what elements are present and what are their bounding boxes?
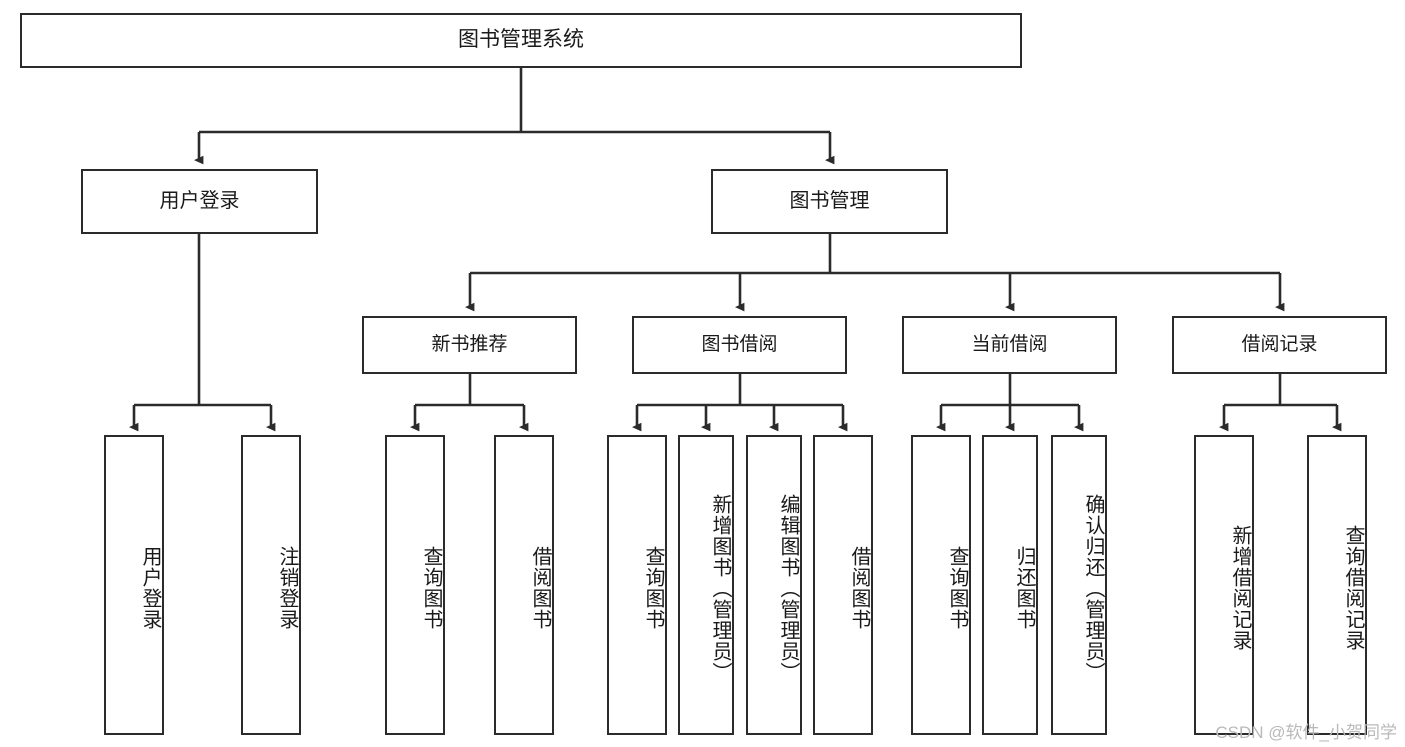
leaf-add-book-admin[interactable]: 新增图书（管理员） bbox=[678, 435, 734, 735]
leaf-borrow-book-recommend[interactable]: 借阅图书 bbox=[494, 435, 554, 735]
node-book-management[interactable]: 图书管理 bbox=[711, 169, 948, 234]
node-label: 当前借阅 bbox=[971, 334, 1048, 356]
node-label: 用户登录 bbox=[139, 546, 161, 630]
node-current-borrow[interactable]: 当前借阅 bbox=[902, 316, 1117, 374]
leaf-return-book[interactable]: 归还图书 bbox=[982, 435, 1038, 735]
leaf-query-borrow-record[interactable]: 查询借阅记录 bbox=[1307, 435, 1367, 735]
node-label: 图书借阅 bbox=[701, 334, 778, 356]
node-book-borrow[interactable]: 图书借阅 bbox=[632, 316, 847, 374]
node-label: 注销登录 bbox=[276, 546, 298, 630]
leaf-query-book-borrow[interactable]: 查询图书 bbox=[607, 435, 667, 735]
leaf-borrow-book[interactable]: 借阅图书 bbox=[813, 435, 873, 735]
node-new-book-recommend[interactable]: 新书推荐 bbox=[362, 316, 577, 374]
node-label: 查询图书 bbox=[946, 546, 968, 630]
node-label: 查询图书 bbox=[420, 546, 442, 630]
leaf-confirm-return-admin[interactable]: 确认归还（管理员） bbox=[1051, 435, 1107, 735]
node-label: 借阅图书 bbox=[529, 546, 551, 630]
leaf-logout[interactable]: 注销登录 bbox=[241, 435, 301, 735]
node-root[interactable]: 图书管理系统 bbox=[20, 13, 1022, 68]
node-label: 借阅图书 bbox=[848, 546, 870, 630]
node-label: 图书管理系统 bbox=[458, 28, 584, 52]
node-label: 确认归还（管理员） bbox=[1082, 493, 1104, 683]
node-label: 新增借阅记录 bbox=[1229, 525, 1251, 651]
node-label: 新增图书（管理员） bbox=[709, 493, 731, 683]
node-user-login[interactable]: 用户登录 bbox=[81, 169, 318, 234]
node-borrow-record[interactable]: 借阅记录 bbox=[1172, 316, 1387, 374]
node-label: 用户登录 bbox=[159, 190, 240, 212]
node-label: 图书管理 bbox=[789, 190, 870, 212]
leaf-query-book-current[interactable]: 查询图书 bbox=[911, 435, 971, 735]
leaf-query-book-recommend[interactable]: 查询图书 bbox=[385, 435, 445, 735]
leaf-user-login[interactable]: 用户登录 bbox=[104, 435, 164, 735]
node-label: 归还图书 bbox=[1013, 546, 1035, 630]
node-label: 查询图书 bbox=[642, 546, 664, 630]
node-label: 借阅记录 bbox=[1241, 334, 1318, 356]
leaf-add-borrow-record[interactable]: 新增借阅记录 bbox=[1194, 435, 1254, 735]
node-label: 编辑图书（管理员） bbox=[777, 493, 799, 683]
node-label: 查询借阅记录 bbox=[1342, 525, 1364, 651]
leaf-edit-book-admin[interactable]: 编辑图书（管理员） bbox=[746, 435, 802, 735]
watermark: CSDN @软件_小贺同学 bbox=[1215, 723, 1397, 742]
node-label: 新书推荐 bbox=[431, 334, 508, 356]
